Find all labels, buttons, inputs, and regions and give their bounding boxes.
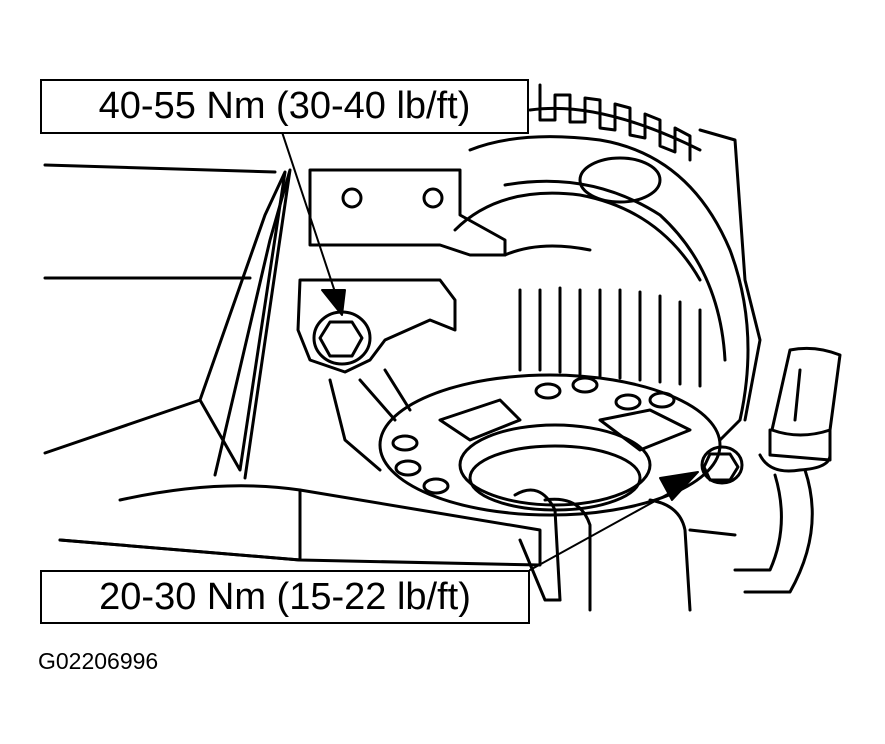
alternator-body (453, 128, 762, 442)
lower-bolt-torque-label: 20-30 Nm (15-22 lb/ft) (40, 570, 530, 624)
mounting-bracket (296, 168, 507, 472)
upper-bolt (312, 310, 372, 366)
cooling-fins-top (528, 83, 702, 162)
wiring-connector (688, 346, 842, 594)
lower-bolt (700, 445, 744, 485)
upper-callout-leader (281, 131, 346, 316)
figure-id: G02206996 (38, 648, 159, 674)
upper-bolt-torque-label: 40-55 Nm (30-40 lb/ft) (40, 79, 529, 134)
engine-frame-lines (43, 163, 562, 602)
lower-callout-leader (529, 471, 699, 571)
